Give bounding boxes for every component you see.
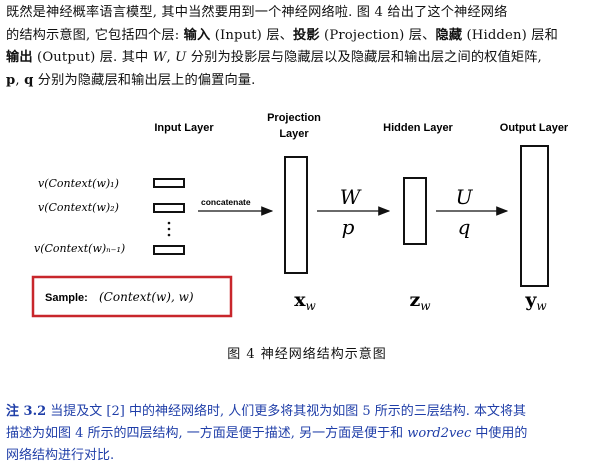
hidden-vector-zw: zw [409,289,431,313]
output-layer-label: Output Layer [500,122,569,134]
output-term: 输出 [6,50,33,65]
weight-U-label: U [456,185,474,209]
para-line-4: p, q 分别为隐藏层和输出层上的偏置向量. [6,72,256,88]
yw-main: y [524,289,537,311]
projection-term: 投影 [293,27,320,43]
bias-p-label: p [342,215,355,239]
para-line-1: 既然是神经概率语言模型, 其中当然要用到一个神经网络啦. 图 4 给出了这个神经… [6,5,508,20]
vertical-ellipsis [167,221,171,237]
hidden-term: 隐藏 [435,27,463,43]
note-line-2: 描述为如图 4 所示的四层结构, 一方面是便于描述, 另一方面是便于和 word… [6,426,528,441]
projection-layer-box [284,156,308,274]
hidden-layer-label: Hidden Layer [383,122,453,134]
bias-q-label: q [458,215,471,239]
input-layer-label: Input Layer [154,122,214,134]
sample-box [31,275,233,318]
note-line-1: 注 3.2 当提及文 [2] 中的神经网络时, 人们更多将其视为如图 5 所示的… [6,404,527,419]
para-line-2: 的结构示意图, 它包括四个层: 输入 (Input) 层、投影 (Project… [6,27,558,43]
output-layer-box [520,145,549,287]
sample-label: Sample: [45,292,88,304]
projection-layer-label-line1: Projection [267,112,321,124]
para-line-3: 输出 (Output) 层. 其中 W, U 分别为投影层与隐藏层以及隐藏层和输… [6,50,542,65]
word2vec-term: word2vec [407,426,472,441]
input-vector-2 [153,203,185,213]
intro-paragraph: 既然是神经概率语言模型, 其中当然要用到一个神经网络啦. 图 4 给出了这个神经… [6,2,608,92]
output-vector-yw: yw [524,289,547,313]
figure-caption: 图 4 神经网络结构示意图 [227,347,387,362]
neural-network-diagram: Input Layer Projection Layer Hidden Laye… [31,112,569,318]
hidden-layer-box [403,177,427,245]
note-line-3: 网络结构进行对比. [6,448,115,463]
input-vector-n [153,245,185,255]
input-vector-1 [153,178,185,188]
concatenate-label: concatenate [201,197,251,207]
xw-main: x [294,289,306,311]
projection-layer-label-line2: Layer [279,128,309,140]
weight-W-label: W [340,185,362,209]
input-context-n-label: v(Context(w)ₙ₋₁) [34,242,125,255]
input-context-1-label: v(Context(w)₁) [38,177,119,190]
input-term: 输入 [183,27,211,43]
projection-vector-xw: xw [294,289,316,313]
sample-value: (Context(w), w) [99,290,194,304]
input-context-2-label: v(Context(w)₂) [38,201,119,214]
note-label: 注 3.2 [6,404,47,419]
note-3-2: 注 3.2 当提及文 [2] 中的神经网络时, 人们更多将其视为如图 5 所示的… [6,401,610,467]
zw-main: z [409,289,420,311]
